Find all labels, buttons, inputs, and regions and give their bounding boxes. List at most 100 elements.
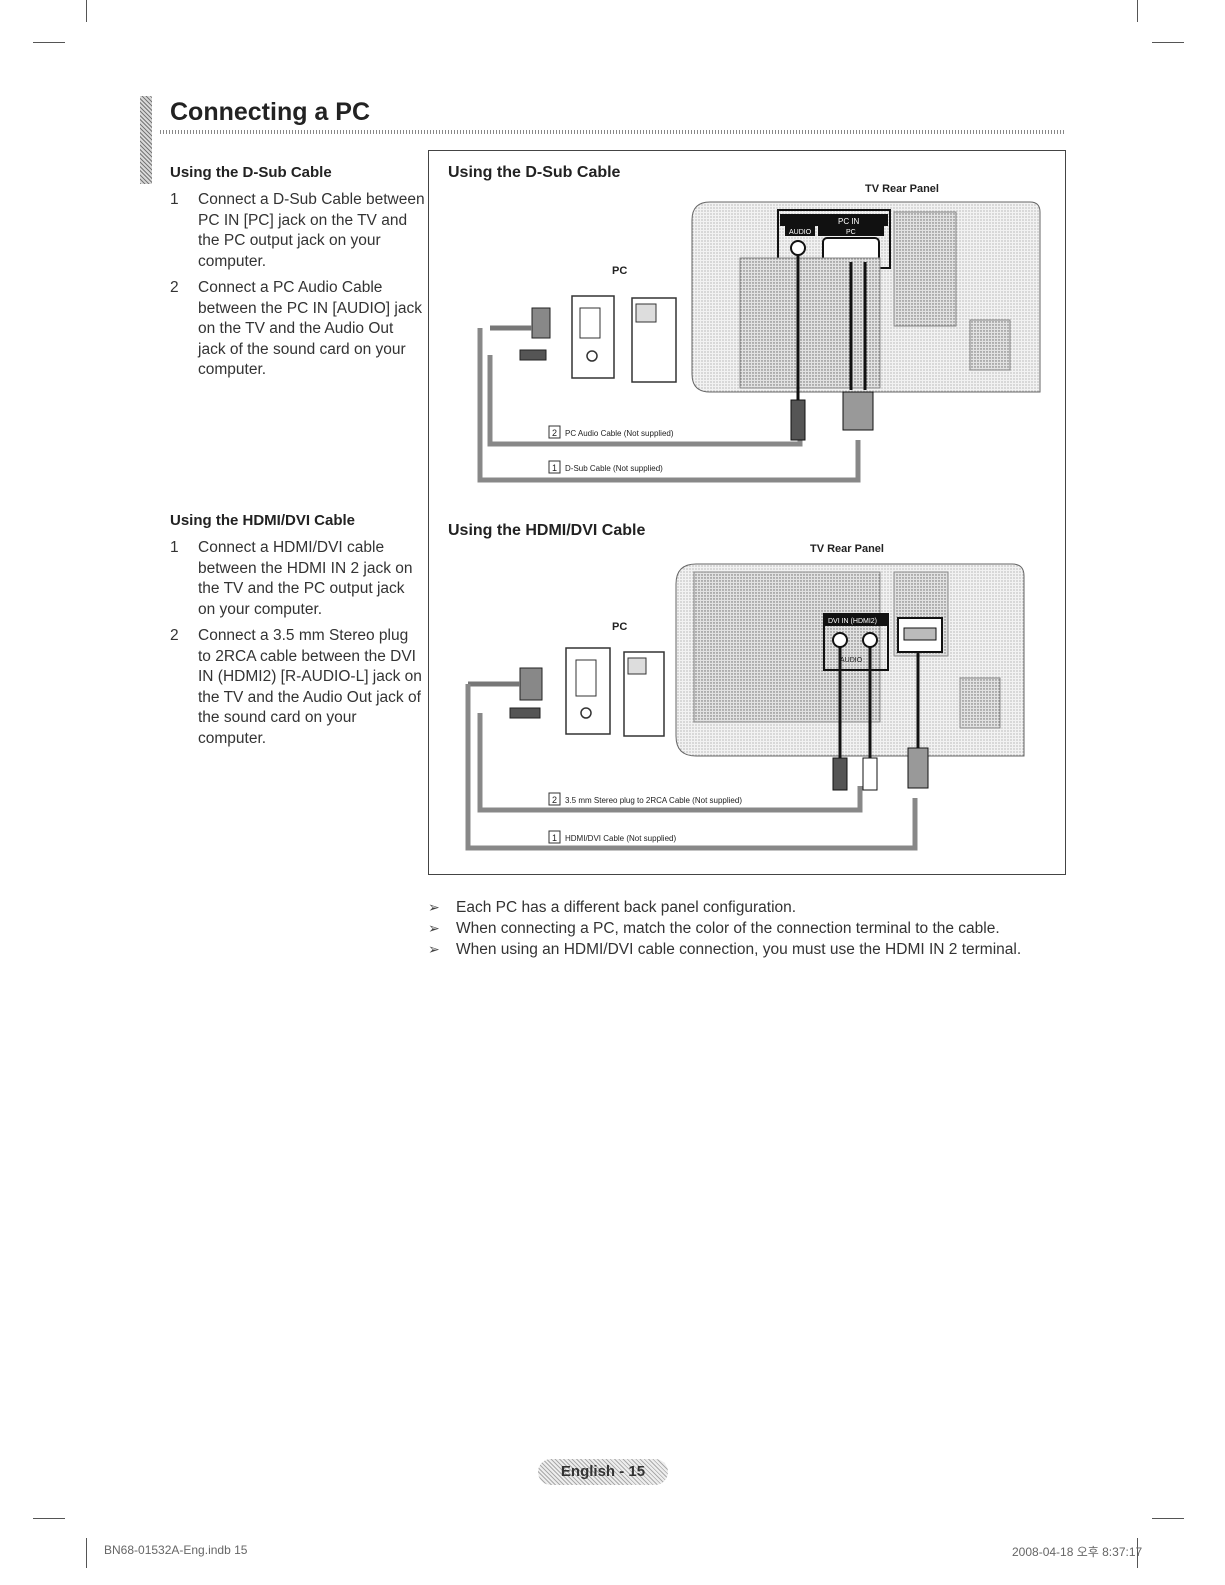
audio-jack-label: AUDIO (789, 229, 812, 236)
hdmi-jacks (893, 211, 957, 327)
cable-2-badge (548, 425, 561, 439)
crop-mark (1137, 1538, 1138, 1568)
dsub-diagram-title: Using the D-Sub Cable (448, 164, 621, 181)
optical-jack (969, 319, 1011, 371)
stereo-rca-cable (477, 713, 863, 813)
dvi-in-label: DVI IN (HDMI2) (828, 618, 877, 625)
cable-2-number: 2 (552, 795, 557, 805)
page-title: Connecting a PC (170, 98, 371, 126)
step-text: Connect a D-Sub Cable between PC IN [PC]… (198, 191, 425, 270)
dsub-heading: Using the D-Sub Cable (170, 164, 332, 181)
dvi-audio-jack-group (823, 613, 889, 671)
crop-mark (1152, 1518, 1184, 1519)
hdmi-heading: Using the HDMI/DVI Cable (170, 512, 356, 529)
step-number: 2 (170, 279, 179, 296)
dsub-diagram: TV Rear Panel PC IN AUDIO PC PC 2 PC Aud… (477, 183, 1041, 483)
rca-plug-icon (832, 757, 848, 791)
audio-l-jack (862, 632, 878, 648)
step-number: 2 (170, 627, 179, 644)
hdmi-dvi-cable (465, 684, 918, 851)
cable-1-badge (548, 460, 561, 474)
tv-rear-panel-label: TV Rear Panel (810, 543, 884, 555)
footer-timestamp: 2008-04-18 오후 8:37:17 (1012, 1545, 1143, 1559)
page-number-badge: English - 15 (538, 1459, 668, 1485)
dvi-audio-label: AUDIO (840, 657, 863, 664)
audio-plug-icon (519, 349, 547, 361)
note-item: ➢ When using an HDMI/DVI cable connection… (428, 939, 1021, 960)
dvi-in-header (824, 614, 888, 626)
cable-2-label: PC Audio Cable (Not supplied) (565, 429, 674, 438)
hdmi-diagram-title: Using the HDMI/DVI Cable (448, 522, 646, 539)
av-jacks (693, 571, 881, 723)
note-item: ➢ When connecting a PC, match the color o… (428, 918, 1021, 939)
pc-in-label: PC IN (838, 217, 860, 226)
dsub-step: 2 Connect a PC Audio Cable between the PC… (170, 278, 425, 381)
cable-1-label: D-Sub Cable (Not supplied) (565, 464, 663, 473)
audio-r-jack (832, 632, 848, 648)
note-arrow-icon: ➢ (428, 941, 440, 957)
crop-mark (33, 1518, 65, 1519)
crop-mark (1152, 42, 1184, 43)
note-arrow-icon: ➢ (428, 920, 440, 936)
note-item: ➢ Each PC has a different back panel conf… (428, 897, 1021, 918)
rca-plug-icon (862, 757, 878, 791)
dsub-step: 1 Connect a D-Sub Cable between PC IN [PC… (170, 190, 425, 272)
pc-label: PC (612, 265, 627, 277)
pc-vga-port (579, 307, 601, 339)
cable-1-badge (548, 830, 561, 844)
pc-dvi-port (575, 659, 597, 697)
d-sub-cable (849, 262, 867, 390)
hdmi-steps: 1 Connect a HDMI/DVI cable between the HD… (170, 538, 425, 755)
audio-jack-label-bg (785, 226, 815, 236)
hdmi-step: 1 Connect a HDMI/DVI cable between the HD… (170, 538, 425, 620)
stereo-rca-cable (838, 647, 872, 758)
pc-label: PC (612, 621, 627, 633)
note-text: When connecting a PC, match the color of… (456, 920, 1000, 937)
pc-tower-fan (627, 657, 647, 675)
audio-jack (790, 240, 806, 256)
title-rule (160, 130, 1065, 134)
tv-rear-panel-label: TV Rear Panel (865, 183, 939, 195)
pc-jack-label-bg (818, 226, 884, 236)
cable-1-number: 1 (552, 463, 557, 473)
step-text: Connect a PC Audio Cable between the PC … (198, 279, 422, 378)
step-number: 1 (170, 191, 179, 208)
cable-2-number: 2 (552, 428, 557, 438)
crop-mark (86, 0, 87, 22)
note-text: When using an HDMI/DVI cable connection,… (456, 941, 1022, 958)
audio-plug-icon (790, 399, 806, 441)
pc-audio-port (580, 707, 592, 719)
cable-1-label: HDMI/DVI Cable (Not supplied) (565, 834, 676, 843)
footer-filename: BN68-01532A-Eng.indb 15 (104, 1543, 248, 1557)
pc-in-header (780, 214, 888, 226)
title-accent-bar (140, 96, 152, 184)
hdmi-diagram: TV Rear Panel DVI IN (HDMI2) AUDIO PC 2 … (465, 543, 1025, 851)
step-number: 1 (170, 539, 179, 556)
notes-list: ➢ Each PC has a different back panel conf… (428, 897, 1021, 960)
dsub-steps: 1 Connect a D-Sub Cable between PC IN [PC… (170, 190, 425, 387)
cable-1-number: 1 (552, 833, 557, 843)
d-sub-connector-icon (842, 391, 874, 431)
cable-2-label: 3.5 mm Stereo plug to 2RCA Cable (Not su… (565, 796, 742, 805)
pc-jack-label: PC (846, 229, 856, 236)
hdmi-port-icon (903, 627, 937, 641)
audio-plug-icon (509, 707, 541, 719)
pc-audio-port (586, 350, 598, 362)
note-text: Each PC has a different back panel confi… (456, 899, 797, 916)
d-sub-cable (477, 328, 861, 483)
pc-tower-fan (635, 303, 657, 323)
crop-mark (1137, 0, 1138, 22)
crop-mark (86, 1538, 87, 1568)
step-text: Connect a HDMI/DVI cable between the HDM… (198, 539, 413, 618)
cable-2-badge (548, 792, 561, 806)
diagram-frame (428, 150, 1066, 875)
step-text: Connect a 3.5 mm Stereo plug to 2RCA cab… (198, 627, 422, 747)
optical-jack (959, 677, 1001, 729)
hdmi-connector-icon (907, 747, 929, 789)
av-jacks (739, 257, 881, 389)
hdmi-step: 2 Connect a 3.5 mm Stereo plug to 2RCA ca… (170, 626, 425, 749)
note-arrow-icon: ➢ (428, 899, 440, 915)
dvi-connector-icon (519, 667, 543, 701)
d-sub-connector-icon (531, 307, 551, 339)
crop-mark (33, 42, 65, 43)
